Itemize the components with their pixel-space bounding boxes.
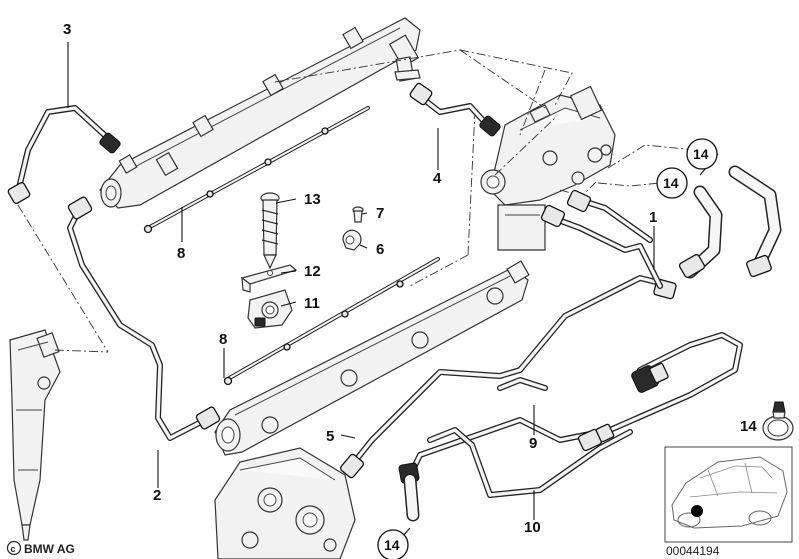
callout-14-inset: 14: [740, 418, 757, 435]
return-hoses: [398, 332, 743, 498]
circled-callout-label: 14: [663, 175, 679, 191]
circled-callout-hose-b: 14: [686, 138, 718, 170]
circled-callout-hose-c: 14: [377, 529, 409, 559]
bmw-copyright-logo: c BMW AG: [6, 540, 75, 556]
hose-clamp-inset: 14: [740, 401, 794, 441]
high-pressure-pump: [214, 447, 356, 559]
fuel-pipe-4: [409, 82, 501, 137]
distributor-block: [480, 85, 616, 251]
svg-text:c: c: [11, 544, 16, 554]
callout-labels: 3 2 4 1 5 6 7 8 8 9 10 11 12 13: [63, 21, 657, 536]
footer: c BMW AG 00044194: [6, 540, 720, 558]
callout-12: 12: [304, 263, 321, 280]
upper-fuel-rail: [99, 17, 421, 209]
quick-connector: [631, 362, 669, 393]
callout-2: 2: [153, 487, 161, 504]
leak-off-line-lower: [223, 257, 440, 386]
callout-10: 10: [524, 519, 541, 536]
connection-guides: [17, 49, 696, 353]
leak-off-line-upper: [143, 106, 370, 234]
callout-8-lower: 8: [219, 331, 227, 348]
fuel-pipe-2: [67, 196, 221, 441]
fuel-pipe-3: [7, 105, 121, 204]
callout-1: 1: [649, 209, 657, 226]
circled-callout-label: 14: [384, 537, 400, 553]
fuel-injector: [9, 329, 61, 541]
lower-fuel-rail: [214, 260, 530, 456]
clip-11: [247, 289, 293, 329]
callout-9: 9: [529, 435, 537, 452]
leader-lines: [67, 42, 719, 546]
fuel-pipe-1: [540, 189, 663, 289]
bracket-12: [240, 264, 298, 293]
flexible-hoses: [403, 165, 782, 522]
brand-name: BMW AG: [24, 542, 75, 556]
circled-callout-hose-a: 14: [656, 167, 688, 199]
callout-8-upper: 8: [177, 245, 185, 262]
callout-3: 3: [63, 21, 71, 38]
callout-7: 7: [376, 205, 384, 222]
callout-5: 5: [326, 428, 334, 445]
callout-11: 11: [304, 295, 320, 312]
fuel-pipe-5: [340, 275, 677, 479]
bolt-13: [260, 192, 280, 270]
location-marker: [691, 505, 703, 517]
callout-4: 4: [433, 170, 442, 187]
screw-7: [352, 206, 364, 223]
callout-6: 6: [376, 241, 384, 258]
circled-callout-label: 14: [693, 146, 709, 162]
callout-13: 13: [304, 191, 321, 208]
diagram-number: 00044194: [666, 544, 720, 558]
vehicle-location-inset: [664, 446, 793, 543]
clamp-6: [342, 229, 362, 251]
